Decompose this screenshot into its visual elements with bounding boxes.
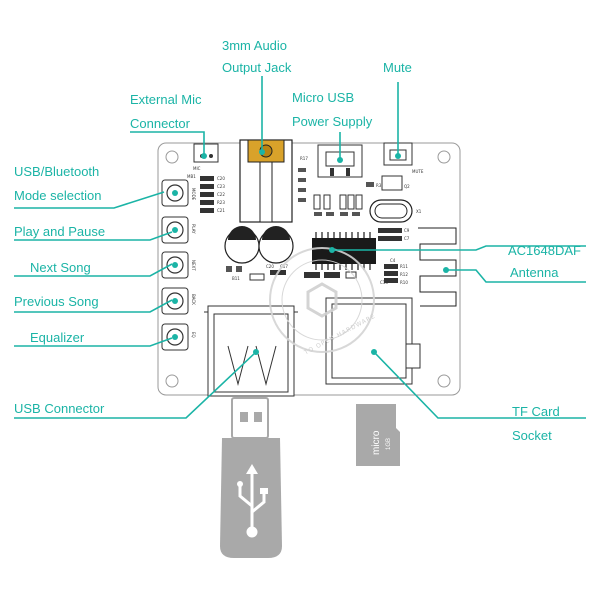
label-audio-jack-1: 3mm Audio	[222, 38, 287, 53]
label-next-song: Next Song	[30, 260, 91, 275]
pcb-antenna-trace	[418, 227, 457, 307]
sd-brand: micro	[371, 430, 382, 455]
back-marking: BACK	[191, 294, 196, 305]
label-mute: Mute	[383, 60, 412, 75]
rf-components: C9 C7 C4 R11 R12 R10 C13	[378, 228, 410, 285]
c9-marking: C9	[404, 228, 410, 233]
r11-marking: R11	[400, 264, 408, 269]
usb-a-port	[204, 305, 298, 397]
label-usb-connector: USB Connector	[14, 401, 105, 416]
label-tf-card-2: Socket	[512, 428, 552, 443]
c20-marking: C20	[217, 176, 225, 181]
label-mode-2: Mode selection	[14, 188, 101, 203]
mute-marking: MUTE	[412, 169, 424, 174]
leader-dots	[172, 149, 449, 355]
label-usb-power-1: Micro USB	[292, 90, 354, 105]
r3-marking: R3	[376, 183, 382, 188]
play-marking: PLAY	[191, 224, 196, 234]
label-previous-song: Previous Song	[14, 294, 99, 309]
c7-marking: C7	[404, 236, 410, 241]
smd-components	[313, 194, 363, 216]
q2-marking: Q2	[404, 184, 410, 189]
sd-capacity: 1GB	[386, 438, 392, 450]
r17-marking: R17	[300, 156, 308, 161]
usb-symbol-icon	[238, 472, 266, 538]
label-mic-1: External Mic	[130, 92, 202, 107]
r23-marking: R23	[217, 200, 225, 205]
ac1648daf-chip	[304, 232, 376, 279]
x1-marking: X1	[416, 209, 422, 214]
audio-jack: R17	[239, 139, 308, 223]
callout-labels: 3mm Audio Output Jack Mute External Mic …	[14, 38, 581, 443]
mode-marking: MODE	[191, 188, 196, 201]
c21-marking: C21	[217, 208, 225, 213]
micro-sd-card: micro 1GB	[356, 404, 400, 466]
mbit-marking: MB1	[187, 174, 196, 179]
label-mic-2: Connector	[130, 116, 191, 131]
c17-marking: C17	[280, 264, 288, 269]
c13-marking: C13	[380, 280, 388, 285]
label-usb-power-2: Power Supply	[292, 114, 373, 129]
c23-marking: C23	[217, 184, 225, 189]
c22-marking: C22	[217, 192, 225, 197]
r12-marking: R12	[400, 272, 408, 277]
label-antenna: Antenna	[510, 265, 559, 280]
c4-marking: C4	[390, 258, 396, 263]
label-tf-card-1: TF Card	[512, 404, 560, 419]
label-chip: AC1648DAF	[508, 243, 581, 258]
c20b-marking: C20	[266, 264, 274, 269]
usb-stick	[220, 397, 282, 558]
mode-area-components: MB1 C20 C23 C22 R23 C21	[187, 174, 225, 213]
eq-marking: EQ	[191, 332, 196, 338]
mic-connector: MIC	[193, 143, 219, 171]
label-mode-1: USB/Bluetooth	[14, 164, 99, 179]
next-marking: NEXT	[191, 260, 196, 271]
tf-card-socket	[325, 297, 421, 385]
label-equalizer: Equalizer	[30, 330, 85, 345]
mic-marking: MIC	[193, 166, 201, 171]
leader-lines	[14, 76, 586, 419]
b11-marking: B11	[232, 276, 240, 281]
r10-marking: R10	[400, 280, 408, 285]
crystal-x1: X1	[369, 199, 422, 223]
label-audio-jack-2: Output Jack	[222, 60, 292, 75]
label-play-pause: Play and Pause	[14, 224, 105, 239]
